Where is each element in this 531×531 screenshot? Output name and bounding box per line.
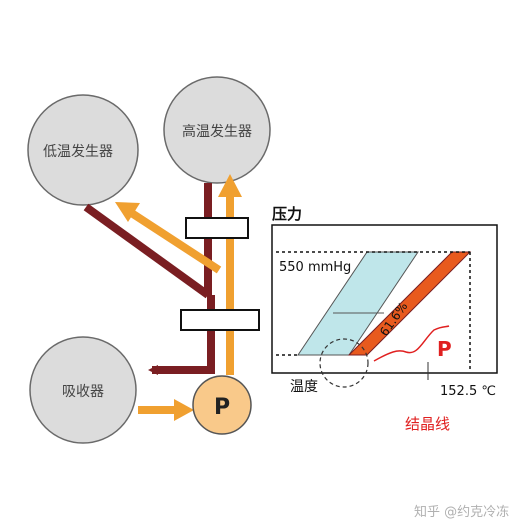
watermark: 知乎 @约克冷冻 — [414, 504, 509, 520]
temperature-axis-label: 温度 — [290, 379, 318, 395]
high-temp-generator: 高温发生器 — [163, 76, 271, 184]
low-temp-generator: 低温发生器 — [27, 94, 139, 206]
dark-pipe-diagonal — [83, 203, 211, 299]
upper-heat-exchanger — [185, 217, 249, 239]
pressure-value-label: 550 mmHg — [279, 260, 351, 275]
high-temp-generator-label: 高温发生器 — [182, 123, 252, 140]
low-temp-generator-vessel — [27, 94, 139, 206]
high-temp-generator-vessel — [163, 76, 271, 184]
crystal-line-label: 结晶线 — [405, 415, 450, 433]
absorber-label: 吸收器 — [62, 384, 104, 400]
temperature-value-label: 152.5 ℃ — [440, 384, 496, 399]
operating-point-label: P — [437, 337, 452, 361]
solution-pump: P — [192, 375, 252, 435]
pressure-axis-label: 压力 — [272, 205, 302, 223]
orange-pipe-diagonal — [127, 208, 222, 274]
orange-arrow-to-pump — [174, 399, 194, 421]
absorber-vessel — [29, 336, 137, 444]
solution-region — [297, 251, 419, 356]
crystallization-highlight — [319, 338, 369, 388]
orange-arrow-up — [218, 174, 242, 197]
lower-heat-exchanger — [180, 309, 260, 331]
orange-arrow-to-low-gen — [115, 202, 140, 222]
pt-chart: 压力 550 mmHg 61.6% P 温度 152.5 ℃ 结晶线 — [271, 205, 498, 433]
crystal-line-curve — [373, 325, 450, 362]
dark-pipe-to-absorber — [148, 295, 215, 375]
pump-label: P — [214, 395, 230, 420]
low-temp-generator-label: 低温发生器 — [43, 144, 113, 160]
pump-body — [192, 375, 252, 435]
absorber: 吸收器 — [29, 336, 137, 444]
